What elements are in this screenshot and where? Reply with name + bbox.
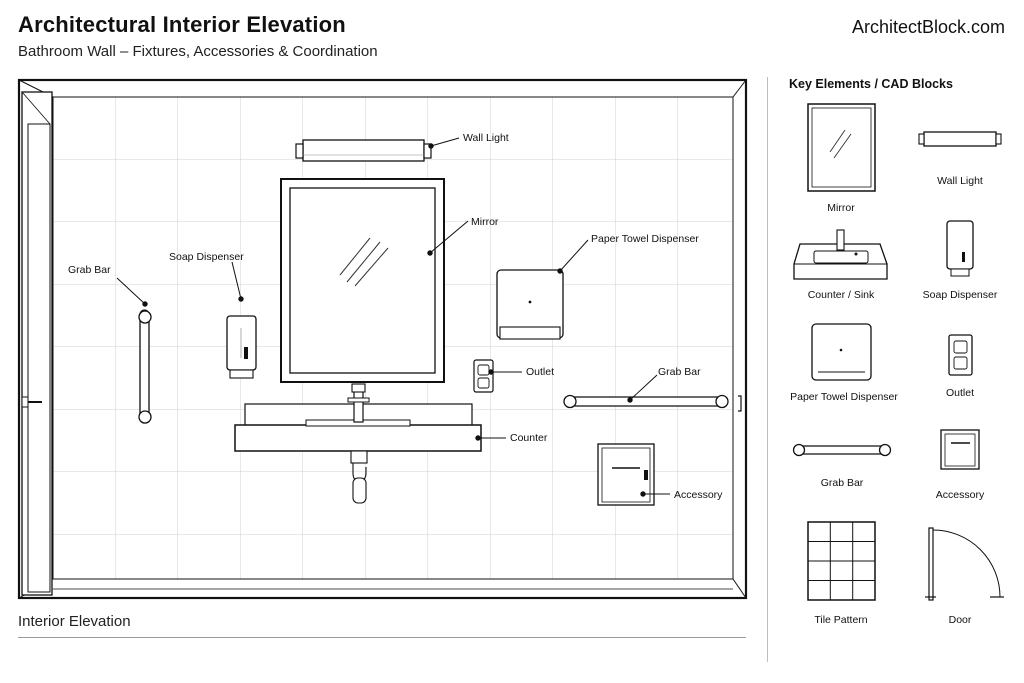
legend-door-icon [925, 527, 1004, 601]
caption-underline [18, 637, 746, 638]
callout-accessory: Accessory [674, 489, 723, 501]
legend-label-wall-light: Wall Light [937, 175, 983, 187]
legend-title: Key Elements / CAD Blocks [789, 77, 953, 91]
grab-bar-right [563, 394, 729, 409]
accessory [597, 443, 655, 506]
legend-tile-pattern-icon [807, 521, 876, 601]
outlet [473, 359, 494, 393]
callout-wall-light: Wall Light [463, 132, 509, 144]
legend-outlet-icon [948, 334, 973, 376]
grab-bar-left [138, 309, 152, 424]
legend-panel: Key Elements / CAD Blocks [789, 77, 1004, 626]
callout-leaders [116, 137, 670, 497]
soap-dispenser [226, 315, 257, 379]
callout-grab-bar-right: Grab Bar [658, 366, 701, 378]
elevation-drawing: Wall Light Mirror Paper Towel Dispenser … [17, 78, 748, 600]
counter-sink [234, 383, 482, 504]
legend-label-mirror: Mirror [827, 202, 855, 214]
page-subtitle: Bathroom Wall – Fixtures, Accessories & … [18, 43, 378, 60]
legend-wall-light-icon [918, 131, 1002, 147]
elevation-caption: Interior Elevation [18, 613, 131, 630]
legend-soap-dispenser-icon [946, 220, 974, 277]
callout-soap: Soap Dispenser [169, 251, 244, 263]
callout-counter: Counter [510, 432, 548, 444]
legend-label-counter-sink: Counter / Sink [808, 289, 875, 301]
callout-outlet: Outlet [526, 366, 554, 378]
legend-label-door: Door [949, 614, 972, 626]
legend-paper-towel-icon [811, 323, 872, 381]
callout-grab-bar-left: Grab Bar [68, 264, 111, 276]
brand-name: ArchitectBlock.com [851, 17, 1005, 37]
right-wall-bracket [738, 395, 742, 412]
legend-label-accessory: Accessory [936, 489, 985, 501]
callout-paper-towel: Paper Towel Dispenser [591, 233, 699, 245]
page-title: Architectural Interior Elevation [18, 12, 346, 37]
legend-label-soap-dispenser: Soap Dispenser [923, 289, 998, 301]
panel-divider [767, 77, 768, 662]
callout-mirror: Mirror [471, 216, 499, 228]
paper-towel-dispenser [496, 269, 564, 340]
wall-light [295, 139, 432, 162]
legend-mirror-icon [807, 103, 876, 192]
legend-label-paper-towel: Paper Towel Dispenser [790, 391, 898, 403]
legend-label-grab-bar: Grab Bar [821, 477, 864, 489]
legend-grab-bar-icon [792, 443, 892, 457]
legend-label-outlet: Outlet [946, 387, 974, 399]
door-elevation [21, 91, 53, 596]
legend-accessory-icon [940, 429, 980, 470]
mirror [280, 178, 445, 383]
legend-label-tile-pattern: Tile Pattern [814, 614, 867, 626]
legend-counter-sink-icon [793, 229, 888, 280]
